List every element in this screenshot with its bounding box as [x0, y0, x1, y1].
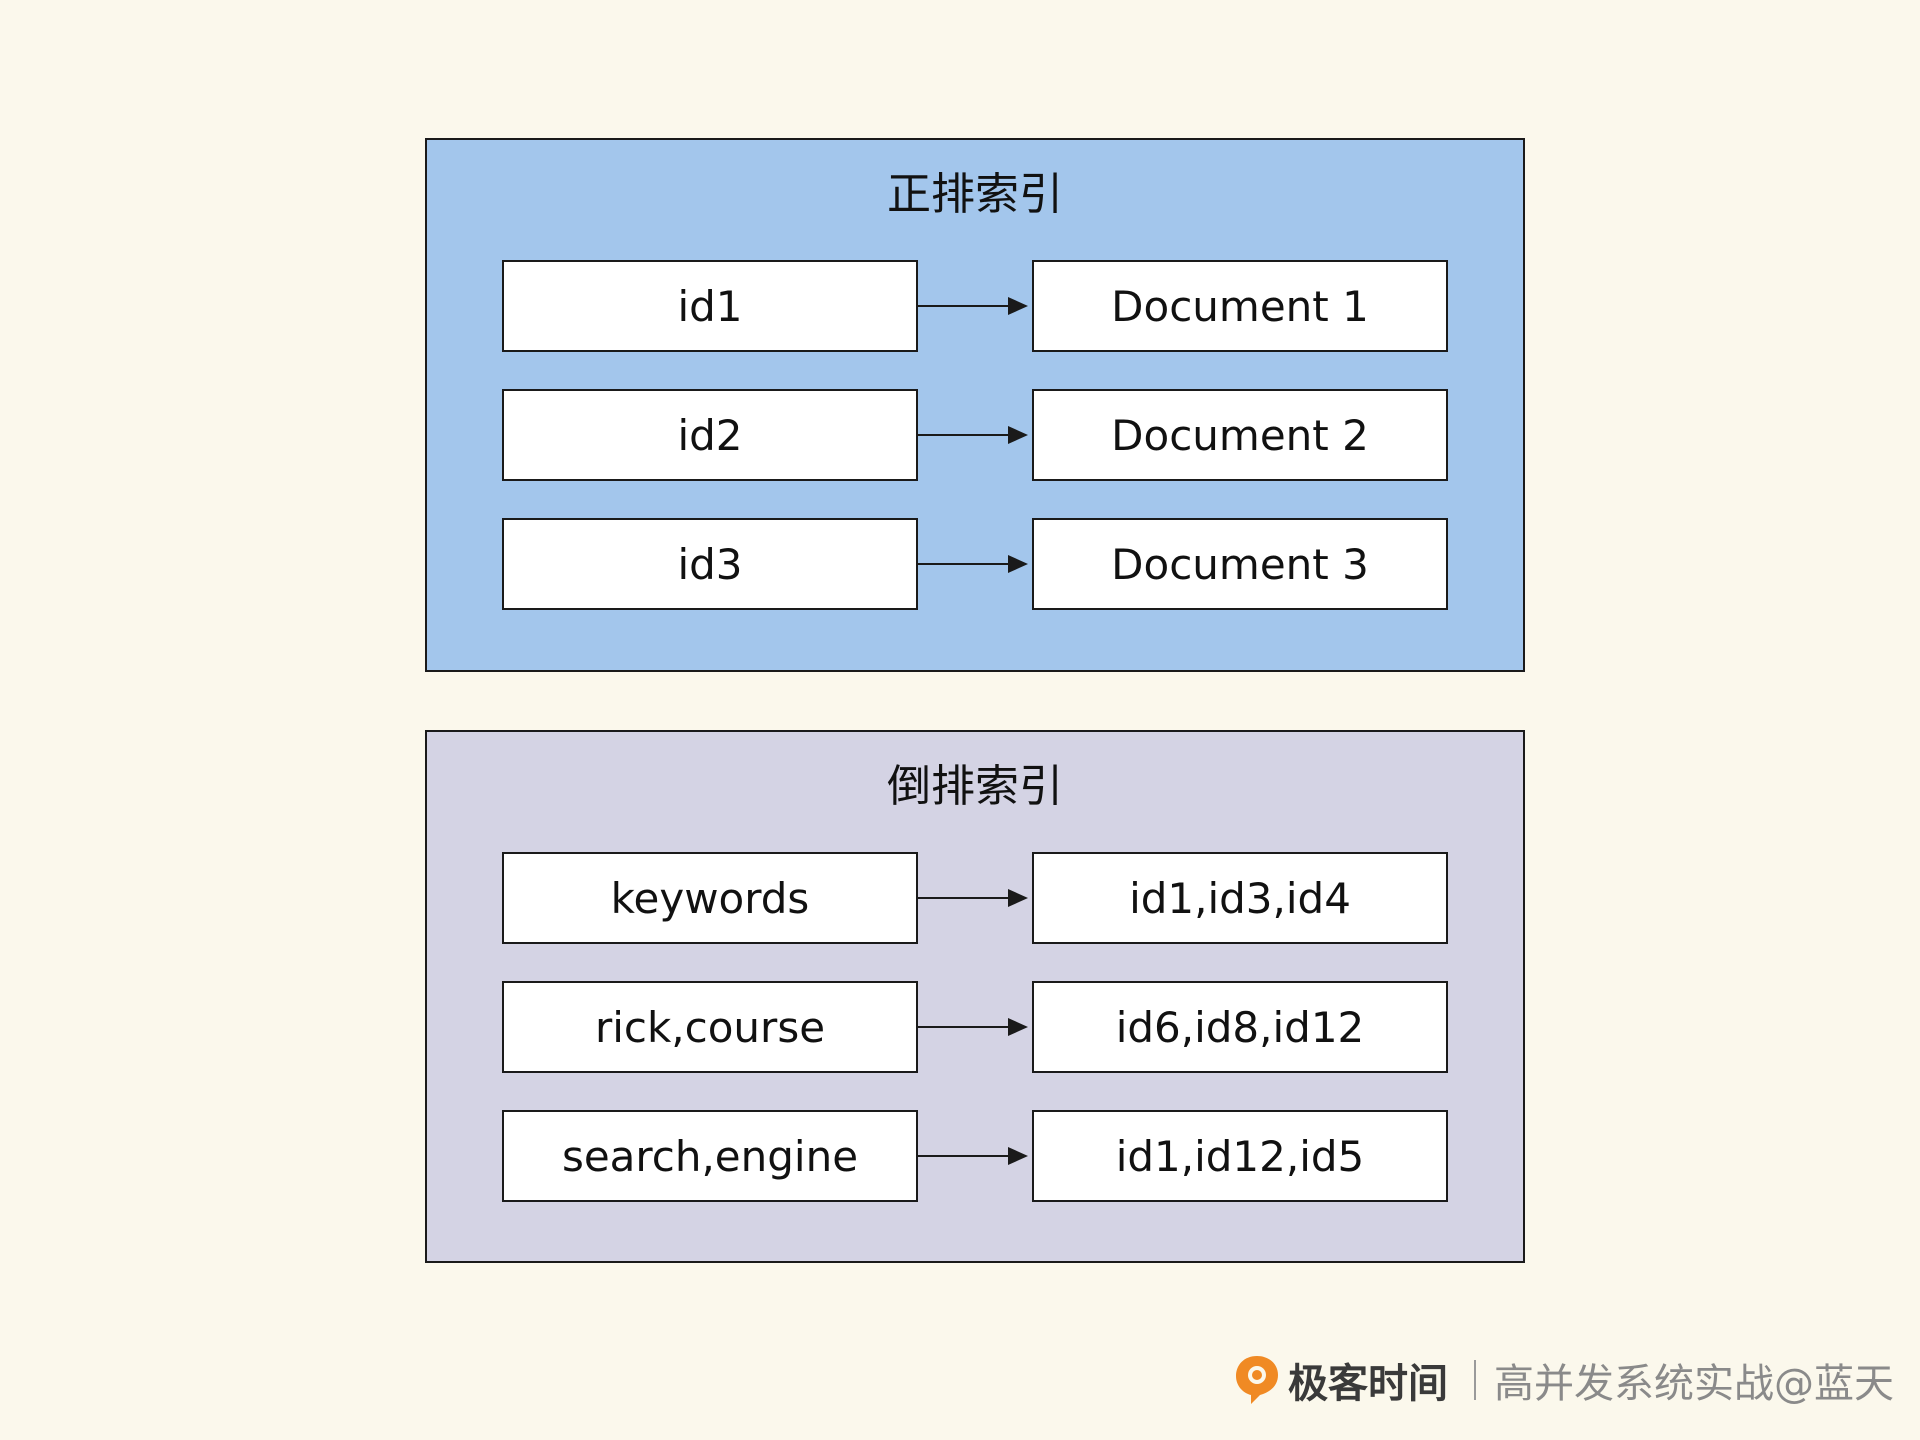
inverted-key-box: search,engine [502, 1110, 918, 1202]
inverted-value-box: id1,id3,id4 [1032, 852, 1448, 944]
forward-key-box: id3 [502, 518, 918, 610]
forward-key-box: id1 [502, 260, 918, 352]
brand-name: 极客时间 [1288, 1361, 1448, 1407]
inverted-index-row: rick,course id6,id8,id12 [502, 981, 1448, 1073]
forward-index-row: id1 Document 1 [502, 260, 1448, 352]
forward-value-box: Document 2 [1032, 389, 1448, 481]
inverted-value-box: id1,id12,id5 [1032, 1110, 1448, 1202]
inverted-key-box: rick,course [502, 981, 918, 1073]
forward-value-box: Document 1 [1032, 260, 1448, 352]
inverted-value-box: id6,id8,id12 [1032, 981, 1448, 1073]
course-name: 高并发系统实战@蓝天 [1494, 1361, 1894, 1407]
forward-index-title: 正排索引 [887, 169, 1063, 220]
footer-divider [1474, 1360, 1476, 1400]
inverted-index-title: 倒排索引 [887, 761, 1063, 812]
inverted-index-row: search,engine id1,id12,id5 [502, 1110, 1448, 1202]
inverted-index-panel: 倒排索引 keywords id1,id3,id4 rick,course id… [425, 730, 1525, 1263]
arrow-icon [918, 426, 1032, 444]
forward-index-row: id2 Document 2 [502, 389, 1448, 481]
arrow-icon [918, 889, 1032, 907]
arrow-icon [918, 297, 1032, 315]
inverted-key-box: keywords [502, 852, 918, 944]
inverted-index-row: keywords id1,id3,id4 [502, 852, 1448, 944]
arrow-icon [918, 1018, 1032, 1036]
geektime-logo-icon [1234, 1354, 1280, 1406]
forward-value-box: Document 3 [1032, 518, 1448, 610]
forward-index-panel: 正排索引 id1 Document 1 id2 Document 2 id3 D… [425, 138, 1525, 672]
forward-key-box: id2 [502, 389, 918, 481]
arrow-icon [918, 1147, 1032, 1165]
arrow-icon [918, 555, 1032, 573]
footer-watermark: 极客时间 高并发系统实战@蓝天 [1234, 1352, 1894, 1408]
forward-index-row: id3 Document 3 [502, 518, 1448, 610]
